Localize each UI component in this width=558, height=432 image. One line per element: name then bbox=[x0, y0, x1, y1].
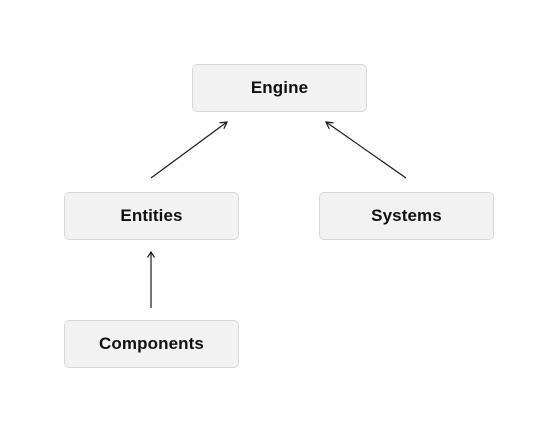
node-entities-label: Entities bbox=[120, 206, 183, 225]
arrowhead-icon bbox=[324, 121, 334, 130]
edge-components-to-entities bbox=[146, 250, 156, 308]
edge-systems-to-engine bbox=[324, 121, 407, 179]
node-components-label: Components bbox=[99, 334, 204, 353]
node-components: Components bbox=[64, 320, 239, 368]
arrowhead-icon bbox=[146, 250, 156, 258]
node-engine-label: Engine bbox=[250, 78, 309, 97]
node-systems: Systems bbox=[319, 192, 494, 240]
edge-entities-to-engine bbox=[150, 121, 229, 179]
node-entities: Entities bbox=[64, 192, 239, 240]
arrowhead-icon bbox=[219, 121, 229, 130]
node-engine: Engine bbox=[192, 64, 367, 112]
node-systems-label: Systems bbox=[371, 206, 442, 225]
